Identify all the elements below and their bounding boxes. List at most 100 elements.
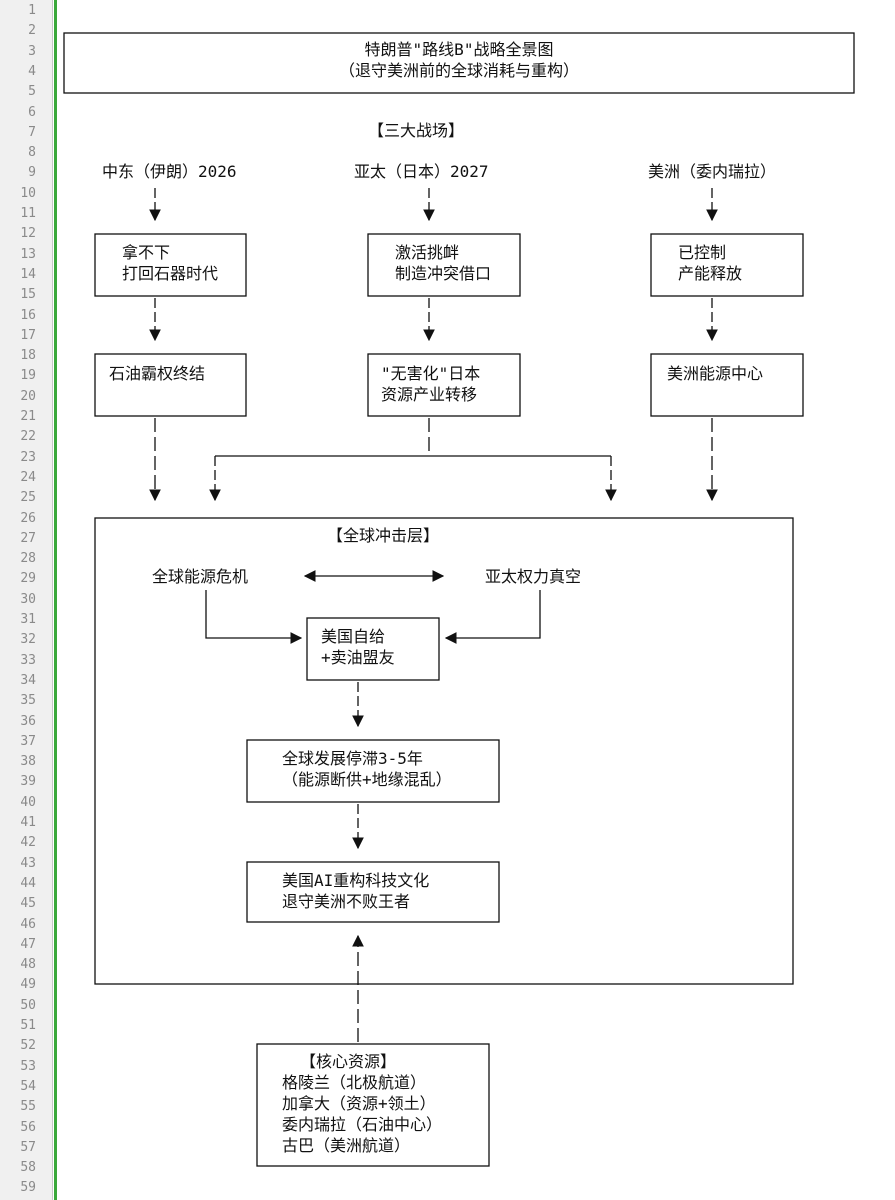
core-resource-item: 委内瑞拉（石油中心） — [282, 1115, 443, 1134]
am-step1-box — [650, 233, 804, 297]
line-number: 16 — [20, 307, 36, 323]
line-number: 27 — [20, 530, 36, 546]
line-number: 56 — [20, 1119, 36, 1135]
gutter-change-bar — [54, 0, 57, 1200]
line-number: 13 — [20, 246, 36, 262]
line-number: 20 — [20, 388, 36, 404]
line-number: 35 — [20, 693, 36, 709]
battlefields-heading: 【三大战场】 — [368, 121, 465, 140]
am-step1-line1: 已控制 — [678, 243, 727, 262]
title-box — [63, 32, 855, 94]
line-number: 32 — [20, 632, 36, 648]
line-number: 54 — [20, 1078, 36, 1094]
line-number: 8 — [28, 145, 36, 161]
us-line1: 美国自给 — [321, 627, 386, 646]
line-number: 47 — [20, 936, 36, 952]
line-number: 28 — [20, 551, 36, 567]
global-impact-heading: 【全球冲击层】 — [327, 526, 440, 545]
line-number: 10 — [20, 185, 36, 201]
us-line2: +卖油盟友 — [321, 648, 395, 667]
me-step2-line1: 石油霸权终结 — [109, 364, 206, 383]
line-number: 7 — [28, 124, 36, 140]
line-number: 1 — [28, 3, 36, 18]
middle-east-label: 中东（伊朗）2026 — [102, 162, 237, 181]
line-number: 40 — [20, 794, 36, 810]
am-step1-line2: 产能释放 — [678, 264, 743, 283]
line-number: 43 — [20, 855, 36, 871]
line-number: 5 — [28, 84, 36, 100]
final-line2: 退守美洲不败王者 — [282, 892, 411, 911]
line-number: 11 — [20, 206, 36, 221]
line-number: 30 — [20, 591, 36, 607]
core-resource-item: 加拿大（资源+领土） — [282, 1094, 436, 1113]
line-number: 29 — [20, 571, 36, 587]
arrow-vacuum-to-us — [444, 590, 541, 644]
line-number: 3 — [28, 43, 36, 59]
line-number: 53 — [20, 1058, 36, 1074]
me-step1-box — [94, 233, 247, 297]
ap-step1-box — [367, 233, 521, 297]
line-number: 24 — [20, 469, 36, 485]
ap-step2-line1: "无害化"日本 — [381, 364, 481, 383]
asia-pacific-label: 亚太（日本）2027 — [354, 162, 489, 181]
line-number: 31 — [20, 612, 36, 627]
diagram-title: 特朗普"路线B"战略全景图 — [364, 40, 554, 59]
line-number: 55 — [20, 1099, 36, 1115]
stall-line1: 全球发展停滞3-5年 — [282, 749, 423, 768]
line-number: 50 — [20, 997, 36, 1013]
line-number: 4 — [28, 63, 36, 79]
line-number: 45 — [20, 896, 36, 912]
line-number: 9 — [28, 165, 36, 181]
line-number: 17 — [20, 327, 36, 343]
line-number: 51 — [20, 1018, 36, 1033]
line-number: 19 — [20, 368, 36, 384]
line-number: 26 — [20, 510, 36, 526]
line-number: 44 — [20, 875, 36, 891]
us-self-sufficient-box — [306, 617, 440, 681]
ap-step1-line1: 激活挑衅 — [395, 243, 460, 262]
am-step2-box — [650, 353, 804, 417]
final-line1: 美国AI重构科技文化 — [282, 871, 430, 890]
arrow-crisis-to-us — [205, 590, 303, 644]
line-number: 2 — [28, 23, 36, 39]
me-step1-line2: 打回石器时代 — [122, 264, 219, 283]
line-number: 34 — [20, 672, 36, 688]
line-number: 48 — [20, 957, 36, 973]
line-number: 38 — [20, 754, 36, 770]
asia-pacific-vacuum: 亚太权力真空 — [485, 567, 582, 586]
me-step1-line1: 拿不下 — [122, 243, 171, 262]
line-number: 6 — [28, 104, 36, 120]
line-number: 52 — [20, 1038, 36, 1054]
line-number: 23 — [20, 449, 36, 465]
line-number-gutter — [0, 0, 53, 1200]
core-resources-heading: 【核心资源】 — [300, 1052, 397, 1071]
line-number: 37 — [20, 733, 36, 749]
line-number: 42 — [20, 835, 36, 851]
line-number: 14 — [20, 266, 36, 282]
line-number: 39 — [20, 774, 36, 790]
core-resource-item: 古巴（美洲航道） — [282, 1136, 411, 1155]
ap-step2-line2: 资源产业转移 — [381, 385, 478, 404]
stall-line2: （能源断供+地缘混乱） — [282, 770, 452, 789]
line-number: 21 — [20, 409, 36, 424]
line-number: 33 — [20, 652, 36, 668]
core-resources-box — [256, 1043, 490, 1167]
me-step2-box — [94, 353, 247, 417]
line-number: 36 — [20, 713, 36, 729]
ap-step1-line2: 制造冲突借口 — [395, 264, 492, 283]
line-number: 59 — [20, 1180, 36, 1196]
line-number: 18 — [20, 348, 36, 364]
global-impact-box — [94, 517, 794, 985]
line-number: 15 — [20, 287, 36, 303]
global-energy-crisis: 全球能源危机 — [152, 567, 249, 586]
diagram-subtitle: （退守美洲前的全球消耗与重构） — [338, 61, 579, 80]
am-step2-line1: 美洲能源中心 — [667, 364, 764, 383]
line-number: 22 — [20, 429, 36, 445]
core-resource-item: 格陵兰（北极航道） — [282, 1073, 427, 1092]
global-stall-box — [246, 739, 500, 803]
final-king-box — [246, 861, 500, 923]
line-number: 25 — [20, 490, 36, 506]
line-number: 12 — [20, 226, 36, 242]
